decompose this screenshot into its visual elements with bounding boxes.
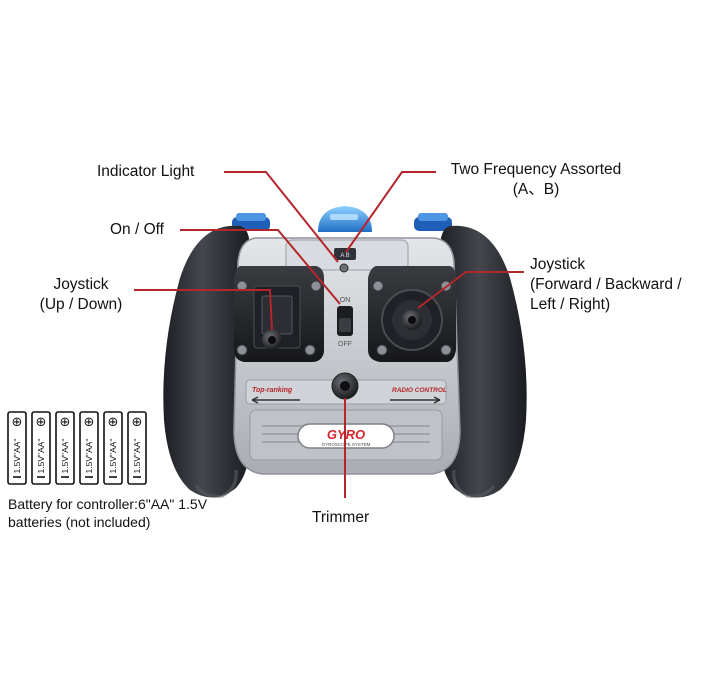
- label-joystick-left: Joystick (Up / Down): [26, 275, 136, 315]
- leader-two-frequency: [345, 171, 436, 253]
- battery-label: 1.5V"AA": [84, 439, 94, 474]
- label-on-off: On / Off: [110, 221, 164, 238]
- label-battery-line1: Battery for controller:6"AA" 1.5V: [8, 496, 208, 512]
- trimmer-arrows: [251, 396, 441, 404]
- battery-label: 1.5V"AA": [12, 439, 22, 474]
- svg-text:A B: A B: [340, 253, 349, 259]
- battery-3: ⊕ 1.5V"AA": [55, 411, 75, 485]
- right-joystick-panel: [368, 266, 456, 362]
- svg-text:OFF: OFF: [338, 341, 352, 348]
- leader-lines: [134, 171, 524, 498]
- top-ranking-text: Top-ranking: [252, 387, 293, 394]
- left-grip: [163, 225, 251, 498]
- battery-label: 1.5V"AA": [132, 439, 142, 474]
- battery-2: ⊕ 1.5V"AA": [31, 411, 51, 485]
- label-joystick-left-line1: Joystick: [53, 276, 109, 293]
- battery-plus-icon: ⊕: [36, 415, 47, 430]
- battery-label: 1.5V"AA": [108, 439, 118, 474]
- label-two-frequency-line1: Two Frequency Assorted: [450, 161, 622, 178]
- label-battery: Battery for controller:6"AA" 1.5V batter…: [8, 495, 207, 531]
- left-joystick-panel: [234, 266, 324, 362]
- battery-plus-icon: ⊕: [60, 415, 71, 430]
- indicator-light: [339, 263, 349, 273]
- power-switch: ON OFF: [337, 297, 353, 348]
- frequency-switch: [334, 248, 356, 260]
- leader-on-off: [180, 229, 341, 305]
- leader-joystick-left: [134, 289, 273, 331]
- battery-plus-icon: ⊕: [108, 415, 119, 430]
- battery-group: ⊕ 1.5V"AA" ⊕ 1.5V"AA" ⊕ 1.5V"AA" ⊕ 1.5V"AA" ⊕ 1.5…: [7, 411, 147, 485]
- battery-4: ⊕ 1.5V"AA": [79, 411, 99, 485]
- battery-5: ⊕ 1.5V"AA": [103, 411, 123, 485]
- battery-label: 1.5V"AA": [36, 439, 46, 474]
- right-grip: [439, 225, 527, 498]
- label-two-frequency-line2: (A、B): [512, 181, 560, 198]
- label-indicator-light: Indicator Light: [97, 163, 195, 180]
- gyro-logo-subtext: GYROSCOPE SYSTEM: [322, 442, 371, 447]
- battery-label: 1.5V"AA": [60, 439, 70, 474]
- antenna-cap: [318, 206, 372, 232]
- battery-plus-icon: ⊕: [12, 415, 23, 430]
- label-joystick-right-line1: Joystick: [530, 256, 586, 273]
- label-joystick-right-line3: Left / Right): [530, 296, 611, 313]
- radio-control-text: RADIO CONTROL: [392, 387, 447, 394]
- svg-text:ON: ON: [340, 297, 351, 304]
- leader-joystick-right: [417, 271, 524, 309]
- battery-plus-icon: ⊕: [84, 415, 95, 430]
- label-joystick-right: Joystick (Forward / Backward / Left / Ri…: [530, 255, 682, 315]
- label-joystick-right-line2: (Forward / Backward /: [530, 276, 682, 293]
- label-trimmer: Trimmer: [312, 509, 370, 526]
- battery-1: ⊕ 1.5V"AA": [7, 411, 27, 485]
- label-joystick-left-line2: (Up / Down): [39, 296, 123, 313]
- label-two-frequency: Two Frequency Assorted (A、B): [436, 160, 636, 200]
- right-blue-button: [414, 213, 452, 231]
- battery-6: ⊕ 1.5V"AA": [127, 411, 147, 485]
- leader-indicator-light: [224, 171, 339, 263]
- label-battery-line2: batteries (not included): [8, 514, 151, 530]
- battery-plus-icon: ⊕: [132, 415, 143, 430]
